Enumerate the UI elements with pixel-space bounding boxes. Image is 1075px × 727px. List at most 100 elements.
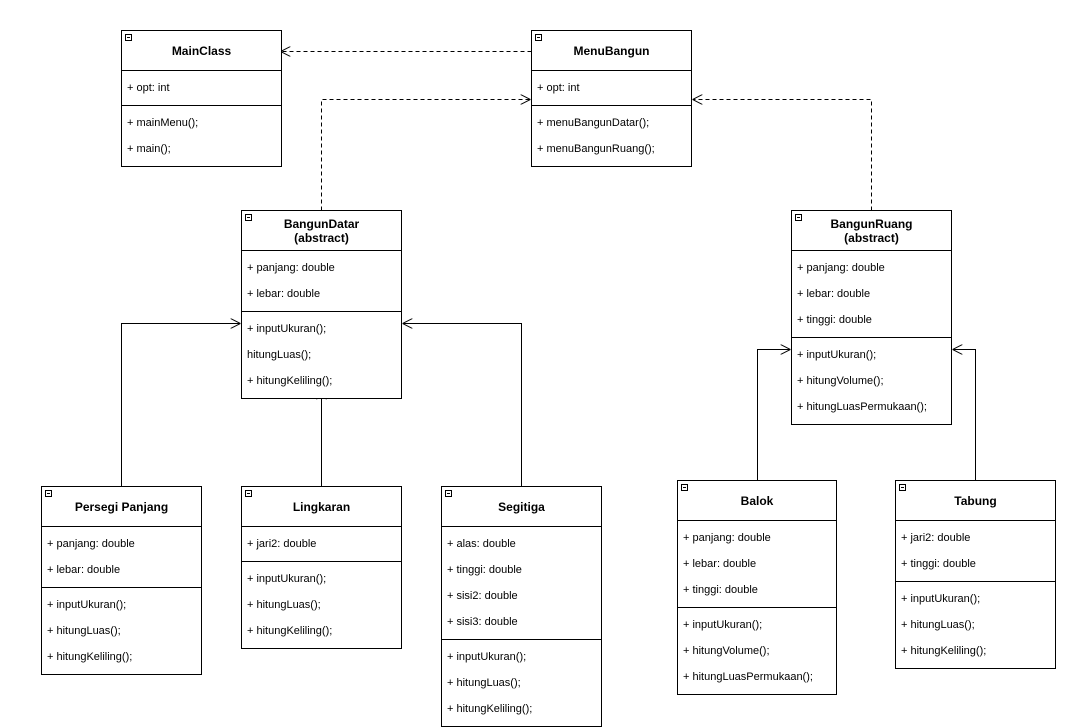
class-name: MenuBangun bbox=[573, 43, 650, 58]
association-balok-to-bangunruang[interactable] bbox=[757, 350, 790, 481]
method-row: + hitungKeliling(); bbox=[901, 645, 987, 657]
class-header: Tabung bbox=[896, 481, 1055, 521]
class-header: MainClass bbox=[122, 31, 281, 71]
attribute-row: + lebar: double bbox=[247, 288, 321, 300]
class-header: BangunDatar (abstract) bbox=[242, 211, 401, 251]
methods-section: + mainMenu(); + main(); bbox=[122, 106, 281, 166]
attribute-row: + opt: int bbox=[127, 82, 170, 94]
attribute-row: + panjang: double bbox=[797, 262, 885, 274]
method-row: + hitungKeliling(); bbox=[247, 625, 333, 637]
class-header: MenuBangun bbox=[532, 31, 691, 71]
class-box-segitiga[interactable]: Segitiga + alas: double+ tinggi: double+… bbox=[441, 486, 602, 727]
collapse-icon[interactable] bbox=[795, 214, 802, 221]
methods-section: + inputUkuran(); + hitungVolume(); + hitun… bbox=[678, 608, 836, 694]
class-name: BangunDatar bbox=[283, 216, 360, 231]
association-tabung-to-bangunruang[interactable] bbox=[954, 350, 976, 481]
method-row: + inputUkuran(); bbox=[901, 593, 981, 605]
class-name: Segitiga bbox=[498, 499, 545, 514]
class-box-mainclass[interactable]: MainClass + opt: int + mainMenu();+ main… bbox=[121, 30, 282, 167]
method-row: + hitungLuasPermukaan(); bbox=[683, 671, 813, 683]
methods-section: + inputUkuran(); + hitungLuas(); + hitungK… bbox=[242, 562, 401, 648]
class-header: Segitiga bbox=[442, 487, 601, 527]
method-row: + hitungKeliling(); bbox=[47, 651, 133, 663]
class-box-tabung[interactable]: Tabung + jari2: double + tinggi: double +… bbox=[895, 480, 1056, 669]
attribute-row: + jari2: double bbox=[901, 532, 971, 544]
attribute-row: + lebar: double bbox=[797, 288, 871, 300]
association-segitiga-to-bangundatar[interactable] bbox=[404, 324, 522, 487]
attribute-row: + alas: double bbox=[447, 538, 516, 550]
class-box-lingkaran[interactable]: Lingkaran + jari2: double + inputUkuran(… bbox=[241, 486, 402, 649]
methods-section: + inputUkuran(); + hitungLuas(); + hitungK… bbox=[896, 582, 1055, 668]
class-box-bangundatar[interactable]: BangunDatar (abstract) + panjang: double… bbox=[241, 210, 402, 399]
association-persegipanjang-to-bangundatar[interactable] bbox=[121, 324, 240, 487]
attributes-section: + jari2: double + tinggi: double bbox=[896, 521, 1055, 582]
collapse-icon[interactable] bbox=[445, 490, 452, 497]
class-name: Lingkaran bbox=[292, 499, 351, 514]
method-row: + inputUkuran(); bbox=[797, 349, 877, 361]
attributes-section: + opt: int bbox=[122, 71, 281, 106]
dependency-bangunruang-to-menubangun[interactable] bbox=[694, 100, 872, 211]
attributes-section: + panjang: double + lebar: double + tinggi… bbox=[792, 251, 951, 338]
attribute-row: + panjang: double bbox=[47, 538, 135, 550]
methods-section: + inputUkuran(); hitungLuas(); + hitungKel… bbox=[242, 312, 401, 398]
class-name: Tabung bbox=[954, 493, 997, 508]
collapse-icon[interactable] bbox=[45, 490, 52, 497]
method-row: + main(); bbox=[127, 143, 171, 155]
class-stereotype: (abstract) bbox=[294, 230, 349, 245]
class-box-bangunruang[interactable]: BangunRuang (abstract) + panjang: double… bbox=[791, 210, 952, 425]
method-row: + hitungLuas(); bbox=[47, 625, 121, 637]
attribute-row: + panjang: double bbox=[247, 262, 335, 274]
collapse-icon[interactable] bbox=[245, 490, 252, 497]
dependency-bangundatar-to-menubangun[interactable] bbox=[321, 100, 530, 211]
collapse-icon[interactable] bbox=[535, 34, 542, 41]
attribute-row: + opt: int bbox=[537, 82, 580, 94]
method-row: + hitungLuasPermukaan(); bbox=[797, 401, 927, 413]
attribute-row: + tinggi: double bbox=[797, 314, 872, 326]
attributes-section: + panjang: double + lebar: double + tinggi… bbox=[678, 521, 836, 608]
class-box-menubangun[interactable]: MenuBangun + opt: int + menuBangunDatar(… bbox=[531, 30, 692, 167]
class-box-persegipanjang[interactable]: Persegi Panjang + panjang: double + lebar… bbox=[41, 486, 202, 675]
class-header: BangunRuang (abstract) bbox=[792, 211, 951, 251]
attribute-row: + sisi3: double bbox=[447, 616, 518, 628]
class-name: BangunRuang bbox=[830, 216, 913, 231]
attributes-section: + opt: int bbox=[532, 71, 691, 106]
attribute-row: + tinggi: double bbox=[901, 558, 976, 570]
attribute-row: + lebar: double bbox=[47, 564, 121, 576]
class-header: Persegi Panjang bbox=[42, 487, 201, 527]
attribute-row: + tinggi: double bbox=[683, 584, 758, 596]
method-row: + inputUkuran(); bbox=[47, 599, 127, 611]
class-name: Persegi Panjang bbox=[74, 499, 169, 514]
method-row: + mainMenu(); bbox=[127, 117, 199, 129]
attribute-row: + lebar: double bbox=[683, 558, 757, 570]
method-row: + hitungVolume(); bbox=[797, 375, 884, 387]
methods-section: + inputUkuran();+ hitungLuas();+ hitungK… bbox=[442, 640, 601, 726]
method-row: + hitungKeliling(); bbox=[247, 375, 333, 387]
method-row: + hitungLuas(); bbox=[247, 599, 321, 611]
methods-section: + menuBangunDatar(); + menuBangunRuang(); bbox=[532, 106, 691, 166]
collapse-icon[interactable] bbox=[899, 484, 906, 491]
attribute-row: + tinggi: double bbox=[447, 564, 522, 576]
method-row: + menuBangunRuang(); bbox=[537, 143, 655, 155]
method-row: + inputUkuran(); bbox=[247, 323, 327, 335]
method-row: + inputUkuran(); bbox=[247, 573, 327, 585]
method-row: + menuBangunDatar(); bbox=[537, 117, 650, 129]
method-row: hitungLuas(); bbox=[247, 349, 312, 361]
methods-section: + inputUkuran(); + hitungVolume(); + hitun… bbox=[792, 338, 951, 424]
method-row: + hitungKeliling(); bbox=[447, 703, 533, 715]
attributes-section: + alas: double + tinggi: double + sisi2: d… bbox=[442, 527, 601, 640]
collapse-icon[interactable] bbox=[125, 34, 132, 41]
attribute-row: + sisi2: double bbox=[447, 590, 518, 602]
method-row: + hitungLuas(); bbox=[901, 619, 975, 631]
method-row: + inputUkuran(); bbox=[683, 619, 763, 631]
attribute-row: + jari2: double bbox=[247, 538, 317, 550]
class-box-balok[interactable]: Balok + panjang: double+ lebar: double+ … bbox=[677, 480, 837, 695]
class-name: MainClass bbox=[171, 43, 232, 58]
attributes-section: + jari2: double bbox=[242, 527, 401, 562]
class-header: Lingkaran bbox=[242, 487, 401, 527]
method-row: + hitungVolume(); bbox=[683, 645, 770, 657]
attributes-section: + panjang: double + lebar: double bbox=[42, 527, 201, 588]
collapse-icon[interactable] bbox=[245, 214, 252, 221]
collapse-icon[interactable] bbox=[681, 484, 688, 491]
attribute-row: + panjang: double bbox=[683, 532, 771, 544]
